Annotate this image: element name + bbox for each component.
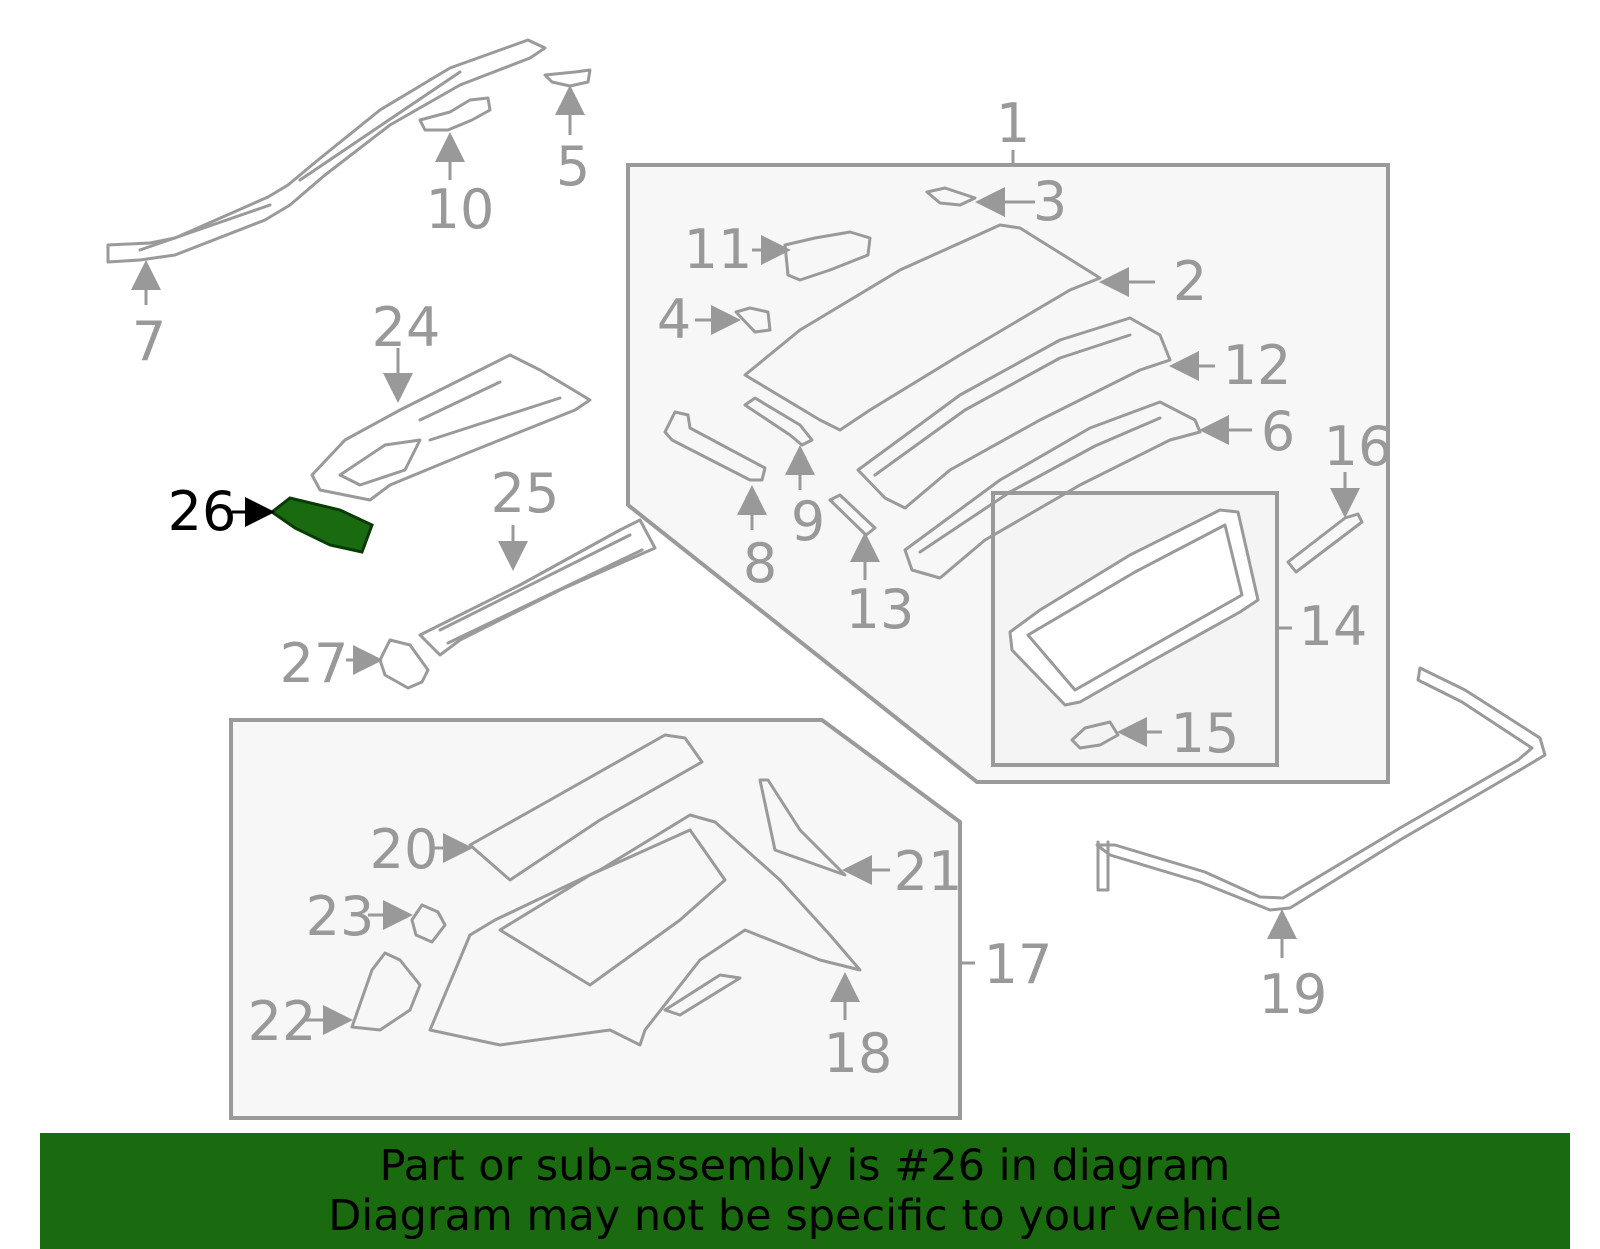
rear-panel-part-24 bbox=[310, 353, 592, 502]
bracket-part-10 bbox=[418, 96, 492, 132]
clip-part-23 bbox=[410, 903, 447, 944]
callout-25: 25 bbox=[491, 462, 560, 525]
clip-part-13 bbox=[828, 493, 877, 537]
callout-4: 4 bbox=[657, 288, 691, 351]
parts-diagram: 1 2 3 4 5 6 7 8 9 10 11 12 13 14 15 16 1… bbox=[106, 38, 1547, 1120]
callout-22: 22 bbox=[248, 990, 317, 1053]
callout-9: 9 bbox=[791, 490, 825, 553]
trim-part-22 bbox=[350, 951, 422, 1032]
callout-24: 24 bbox=[372, 296, 441, 359]
callout-17: 17 bbox=[984, 933, 1053, 996]
callout-18: 18 bbox=[824, 1022, 893, 1085]
bracket-part-27 bbox=[378, 638, 430, 690]
callout-19: 19 bbox=[1259, 963, 1328, 1026]
callout-16: 16 bbox=[1324, 415, 1393, 478]
strip-part-16 bbox=[1286, 512, 1364, 574]
callout-21: 21 bbox=[894, 840, 963, 903]
bracket-part-11 bbox=[783, 230, 872, 282]
callout-11: 11 bbox=[684, 218, 753, 281]
banner-line-1: Part or sub-assembly is #26 in diagram bbox=[379, 1141, 1231, 1191]
callout-8: 8 bbox=[743, 532, 777, 595]
callout-13: 13 bbox=[846, 578, 915, 641]
clip-part-4 bbox=[734, 306, 772, 334]
crossmember-part-25 bbox=[418, 518, 657, 657]
callout-5: 5 bbox=[556, 135, 590, 198]
callout-27: 27 bbox=[280, 632, 349, 695]
roof-frame-part-12 bbox=[856, 316, 1172, 510]
callout-2: 2 bbox=[1173, 250, 1207, 313]
rear-shelf-part-18 bbox=[428, 813, 862, 1047]
rear-window-part-14 bbox=[1008, 508, 1260, 707]
roof-panel-part-2 bbox=[743, 223, 1102, 432]
rail-part-8 bbox=[663, 410, 767, 482]
callout-15: 15 bbox=[1171, 702, 1240, 765]
info-banner: Part or sub-assembly is #26 in diagram D… bbox=[40, 1133, 1570, 1249]
callout-12: 12 bbox=[1223, 334, 1292, 397]
clip-part-5 bbox=[543, 68, 592, 88]
callout-14: 14 bbox=[1299, 595, 1368, 658]
roof-side-rail-part-7 bbox=[106, 38, 547, 264]
clip-part-3 bbox=[925, 186, 977, 207]
trim-part-21 bbox=[758, 778, 847, 877]
callout-1: 1 bbox=[996, 92, 1030, 155]
roof-frame-part-6 bbox=[903, 400, 1202, 580]
seal-part-9 bbox=[743, 396, 814, 447]
callout-3: 3 bbox=[1033, 170, 1067, 233]
banner-line-2: Diagram may not be specific to your vehi… bbox=[328, 1191, 1282, 1241]
callout-23: 23 bbox=[306, 885, 375, 948]
callout-26: 26 bbox=[168, 480, 237, 543]
callout-20: 20 bbox=[370, 818, 439, 881]
callout-7: 7 bbox=[132, 310, 166, 373]
highlighted-part-26 bbox=[269, 496, 374, 554]
assembly-box-17 bbox=[229, 718, 962, 1120]
callout-6: 6 bbox=[1261, 400, 1295, 463]
trim-part-20 bbox=[468, 733, 704, 882]
callout-10: 10 bbox=[426, 178, 495, 241]
